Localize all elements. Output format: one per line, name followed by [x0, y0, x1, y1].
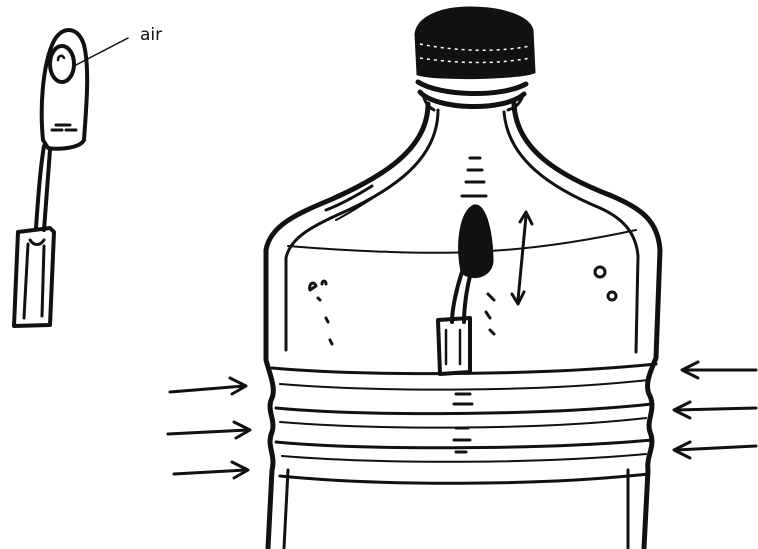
- squeeze-arrows-right: [674, 362, 756, 458]
- air-label: air: [140, 25, 162, 45]
- bottle-rib-4: [280, 474, 648, 483]
- bottle-cap: [416, 8, 534, 78]
- diver-in-bottle: [438, 206, 492, 374]
- bottle: [266, 8, 660, 548]
- water-bubbles: [310, 267, 616, 344]
- squeeze-arrows-left: [168, 378, 250, 478]
- air-bubble: [50, 46, 74, 82]
- diver-detail-stem: [36, 146, 50, 230]
- diver-weight: [438, 318, 470, 374]
- diver-air-bubble: [460, 206, 492, 277]
- up-down-arrow: [512, 212, 532, 304]
- diver-detail: air: [14, 25, 162, 326]
